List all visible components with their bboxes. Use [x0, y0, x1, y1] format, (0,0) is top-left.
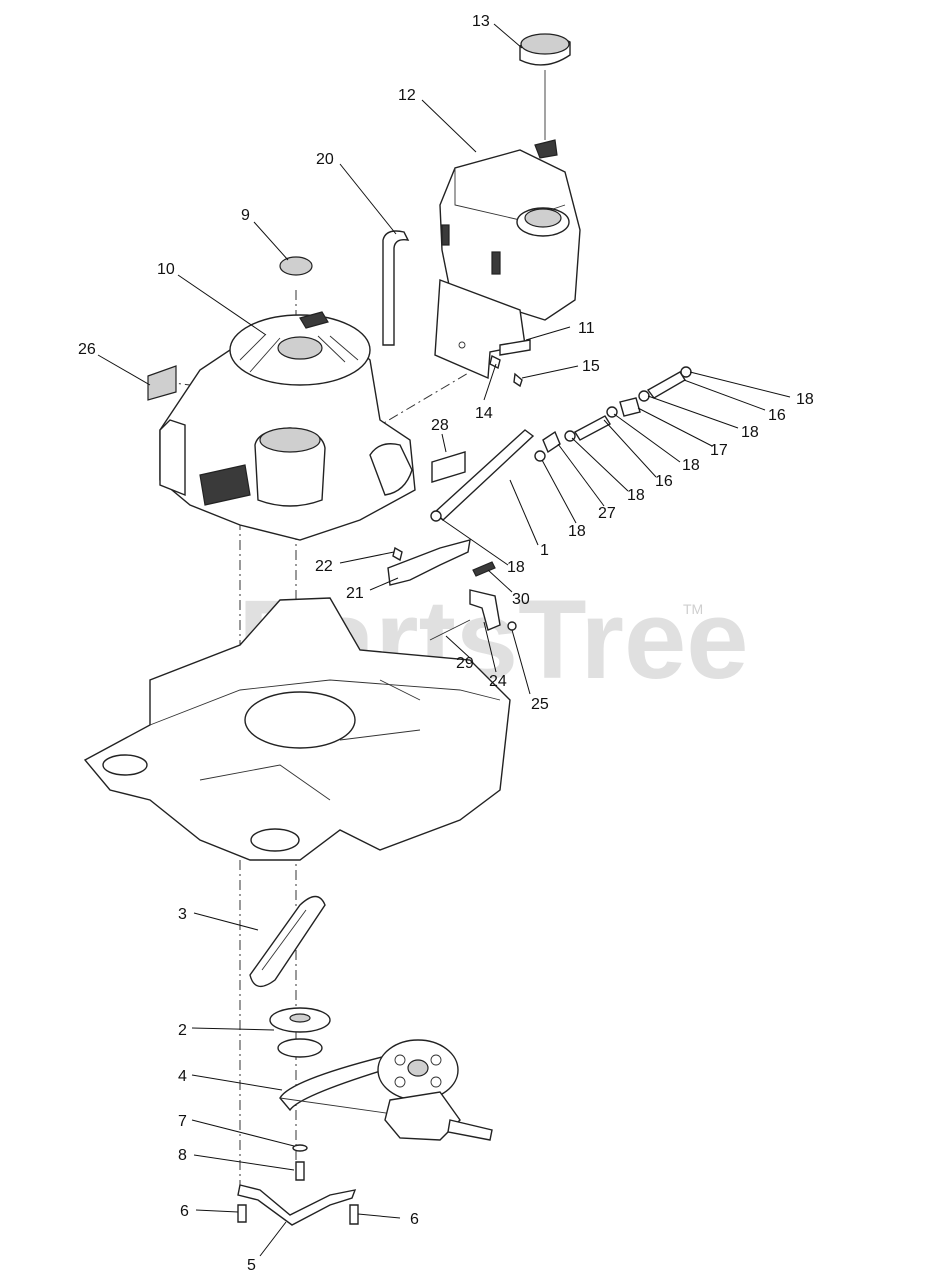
callout-4: 4 [178, 1068, 187, 1085]
engine-pulley [269, 1007, 331, 1058]
callout-24: 24 [489, 673, 507, 690]
callout-22: 22 [315, 558, 333, 575]
chassis-frame [83, 597, 511, 861]
decals [147, 256, 466, 483]
drive-belt [249, 895, 326, 988]
transaxle [384, 1091, 493, 1141]
callout-26: 26 [78, 341, 96, 358]
callout-5: 5 [247, 1257, 256, 1274]
callout-13: 13 [472, 13, 490, 30]
callout-15: 15 [582, 358, 600, 375]
callout-7: 7 [178, 1113, 187, 1130]
tank-bracket [434, 279, 531, 380]
callout-25: 25 [531, 696, 549, 713]
callout-18-d: 18 [627, 487, 645, 504]
transmission-pulley [377, 1039, 459, 1101]
callout-18-c: 18 [682, 457, 700, 474]
fuel-tank [439, 149, 581, 321]
callout-16-b: 16 [655, 473, 673, 490]
callout-18-f: 18 [507, 559, 525, 576]
callouts: 13 12 20 9 10 26 11 15 14 28 18 16 18 17… [78, 13, 814, 1274]
hardware-washer-bolt [292, 1144, 308, 1181]
callout-6-right: 6 [410, 1211, 419, 1228]
callout-30: 30 [512, 591, 530, 608]
callout-18-b: 18 [741, 424, 759, 441]
breather-hose [382, 230, 410, 346]
control-brackets [387, 539, 517, 641]
callout-1: 1 [540, 542, 549, 559]
fuel-cap [519, 33, 571, 159]
callout-11: 11 [578, 320, 595, 337]
callout-28: 28 [431, 417, 449, 434]
callout-10: 10 [157, 261, 175, 278]
watermark-trademark: TM [683, 601, 703, 617]
callout-8: 8 [178, 1147, 187, 1164]
callout-17: 17 [710, 442, 728, 459]
callout-21: 21 [346, 585, 364, 602]
callout-6-left: 6 [180, 1203, 189, 1220]
callout-18-a: 18 [796, 391, 814, 408]
callout-20: 20 [316, 151, 334, 168]
leader-lines [97, 23, 791, 1257]
callout-16-a: 16 [768, 407, 786, 424]
mount-bracket [237, 1184, 359, 1226]
callout-18-e: 18 [568, 523, 586, 540]
callout-27: 27 [598, 505, 616, 522]
bracket-bolts [489, 354, 523, 388]
engine [159, 311, 416, 541]
callout-14: 14 [475, 405, 493, 422]
callout-9: 9 [241, 207, 250, 224]
callout-2: 2 [178, 1022, 187, 1039]
callout-29: 29 [456, 655, 474, 672]
callout-12: 12 [398, 87, 416, 104]
callout-3: 3 [178, 906, 187, 923]
fuel-line [430, 366, 692, 522]
